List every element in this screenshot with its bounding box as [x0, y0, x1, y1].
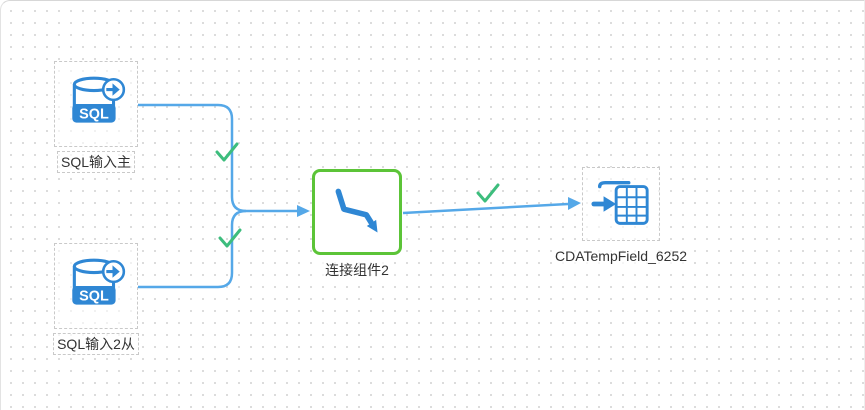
node-label-sql-secondary: SQL输入2从 — [53, 333, 139, 355]
sql-database-glyph: SQL — [72, 76, 126, 123]
node-sql-input-main[interactable]: SQL SQL输入主 — [41, 61, 151, 173]
node-label-sql-main: SQL输入主 — [56, 151, 136, 173]
node-label-join: 连接组件2 — [322, 260, 392, 280]
table-output-glyph — [591, 180, 649, 225]
join-arrow-icon[interactable] — [312, 169, 402, 255]
sql-database-icon[interactable]: SQL — [54, 61, 138, 147]
join-arrow-glyph — [335, 188, 378, 233]
node-temp-field-output[interactable]: CDATempField_6252 — [546, 167, 696, 266]
node-join-component[interactable]: 连接组件2 — [307, 169, 407, 280]
sql-badge-text: SQL — [79, 288, 109, 304]
check-icon — [215, 142, 239, 162]
connection-join-to-output[interactable] — [402, 202, 569, 215]
node-sql-input-secondary[interactable]: SQL SQL输入2从 — [41, 243, 151, 355]
check-icon — [218, 228, 242, 248]
sql-database-icon[interactable]: SQL — [54, 243, 138, 329]
node-label-temp-field: CDATempField_6252 — [551, 246, 691, 266]
table-output-icon[interactable] — [582, 167, 660, 241]
connection-sql-main-to-join[interactable] — [138, 103, 297, 213]
sql-database-glyph: SQL — [72, 258, 126, 305]
sql-badge-text: SQL — [79, 106, 109, 122]
connection-sql-secondary-to-join[interactable] — [138, 209, 247, 289]
check-icon — [476, 183, 500, 203]
